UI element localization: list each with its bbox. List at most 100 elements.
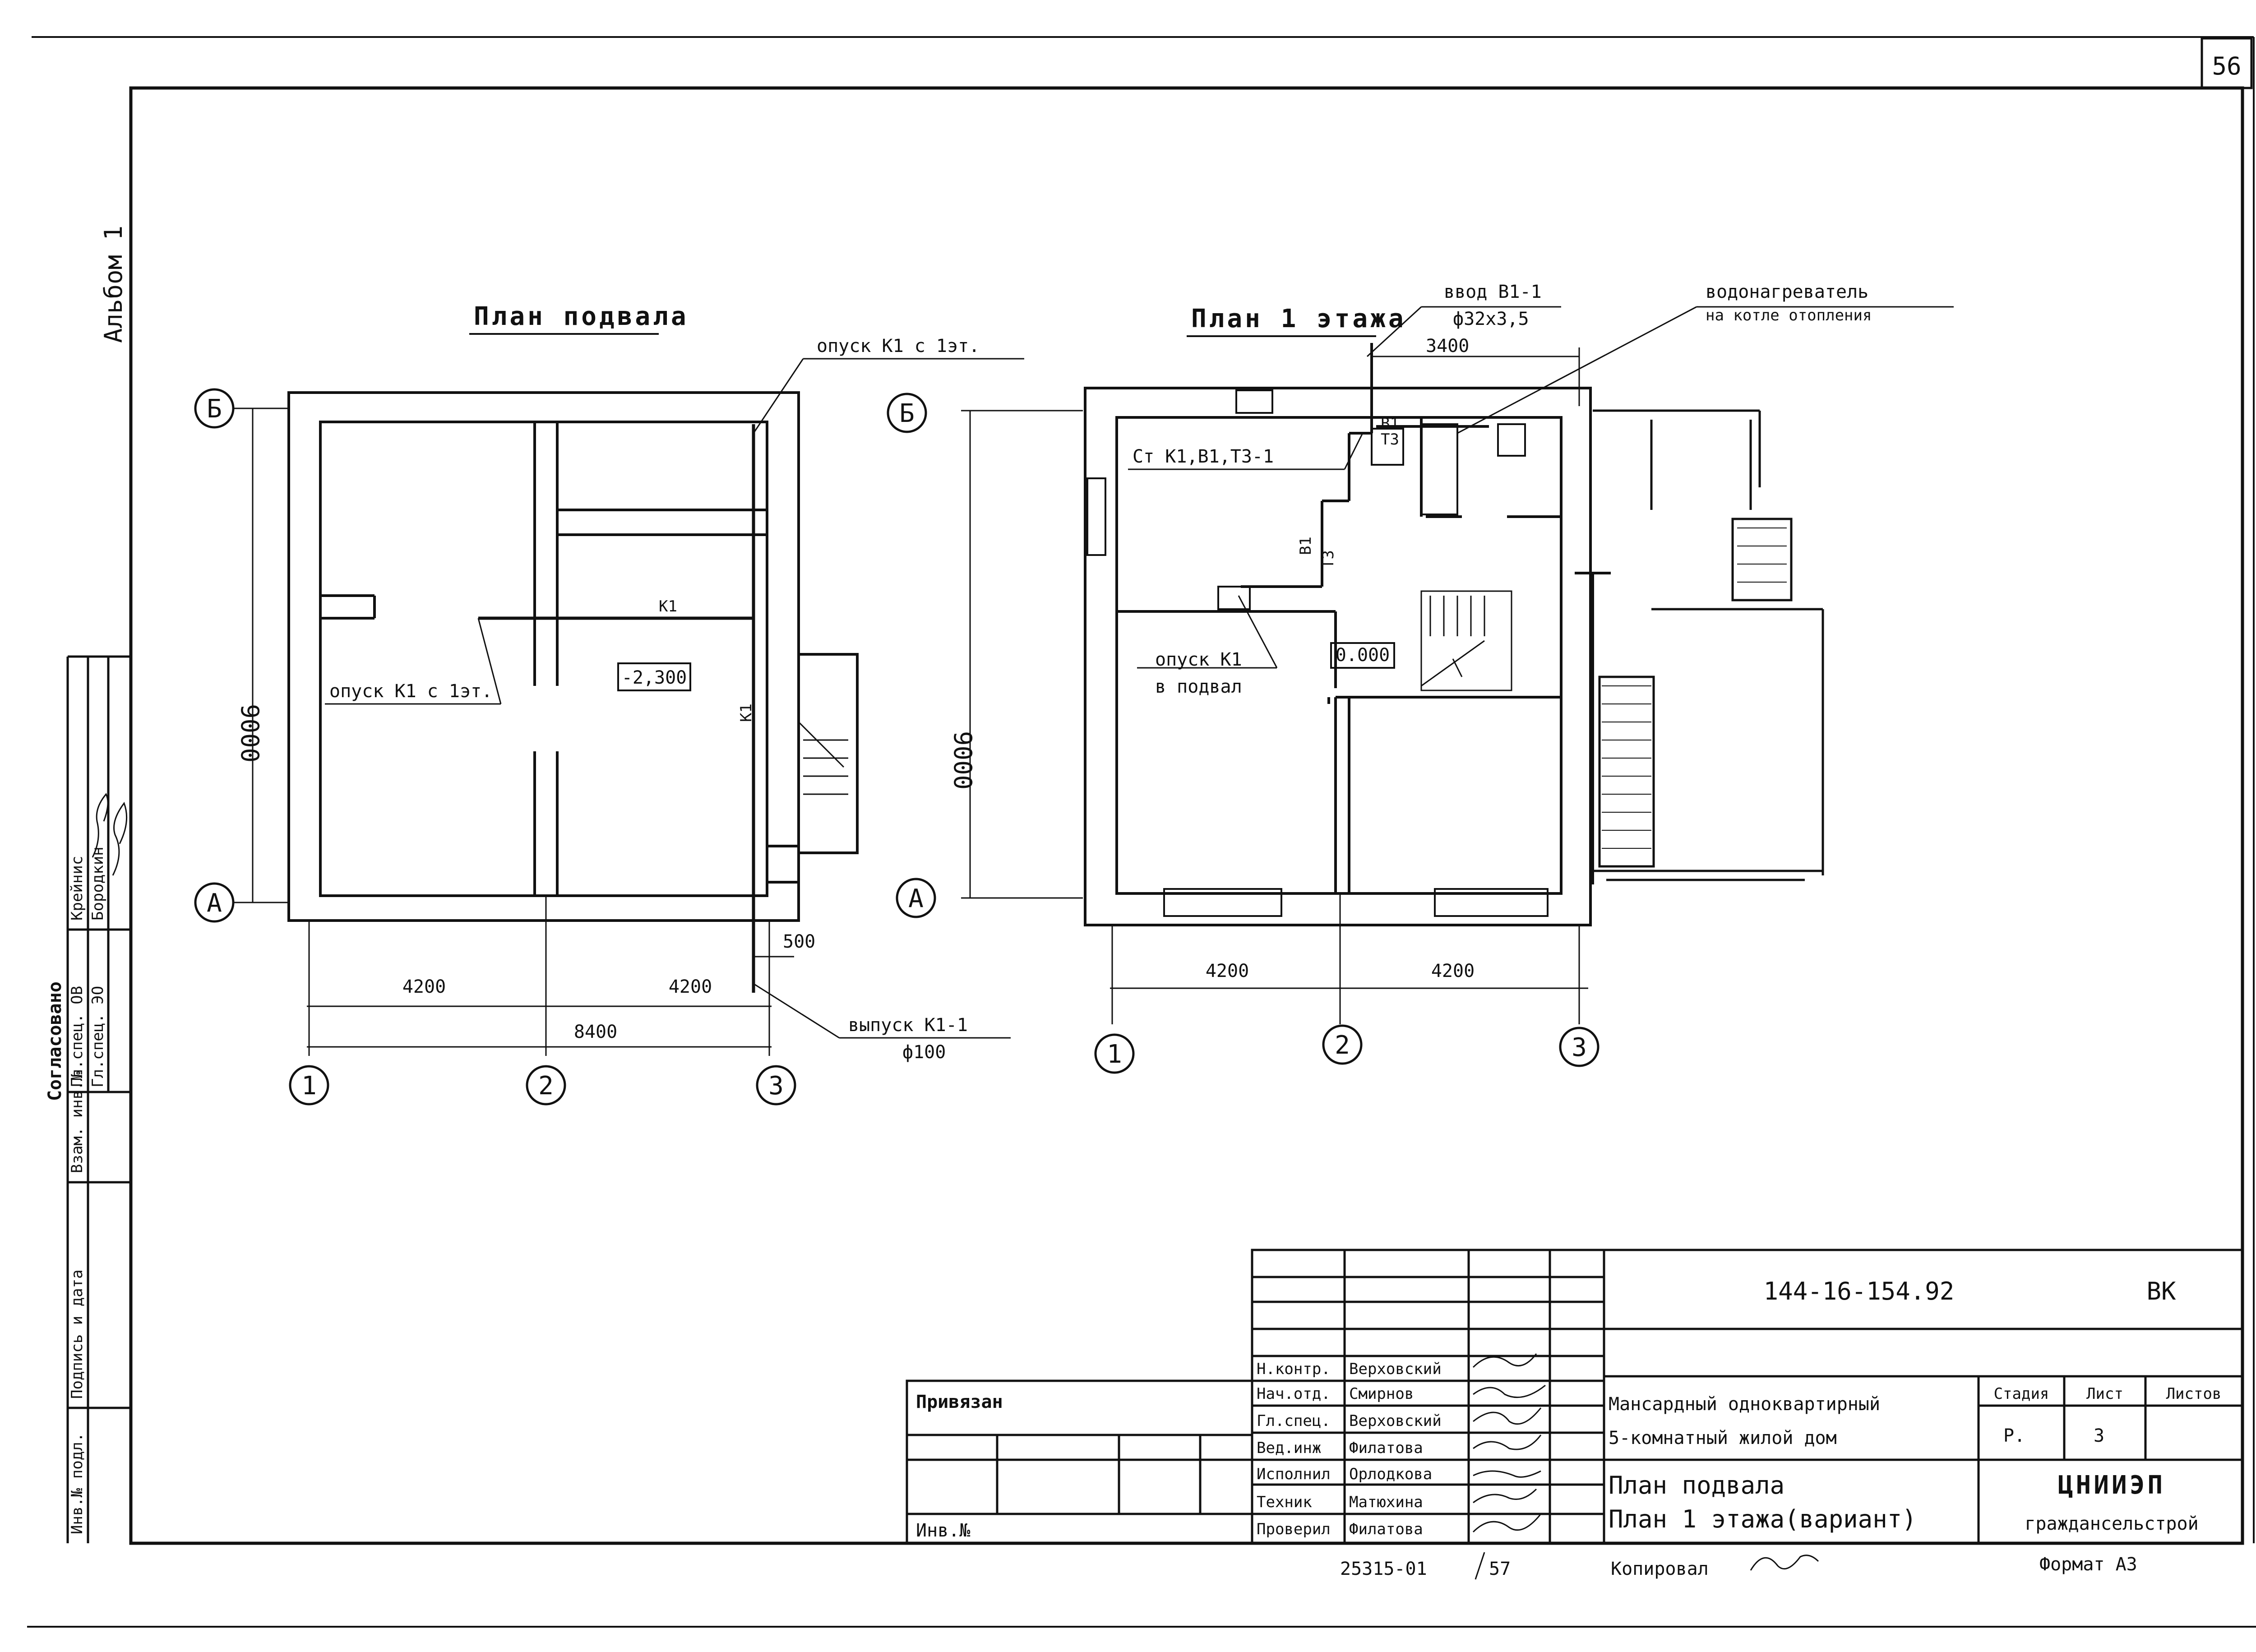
album-label: Альбом 1	[99, 226, 128, 343]
riser-label: Ст К1,В1,Т3-1	[1133, 446, 1274, 467]
drop-label-2: в подвал	[1155, 676, 1242, 697]
first-floor-details	[1086, 389, 1549, 917]
inlet-diam: ф32х3,5	[1453, 309, 1529, 329]
basement-pipe-k1	[478, 424, 755, 993]
basement-drop-left-label: опуск К1 с 1эт.	[329, 681, 492, 702]
sheet-line-1: План подвала	[1609, 1471, 1784, 1499]
approval-name-2: Бородкин	[89, 847, 107, 921]
first-floor-dim-4200-b: 4200	[1431, 961, 1475, 981]
basement-plan: План подвала	[194, 302, 1024, 1106]
org-name-1: ЦНИИЭП	[2058, 1471, 2165, 1500]
stage-value: Р.	[2003, 1425, 2025, 1446]
sheet-header: Лист	[2086, 1385, 2123, 1403]
basement-outlet-diam: ф100	[902, 1042, 946, 1063]
staff-name-5: Орлодкова	[1349, 1465, 1432, 1483]
sheet-value: 3	[2094, 1425, 2104, 1446]
first-floor-elevation: 0.000	[1336, 645, 1390, 666]
drawing-mark: ВК	[2146, 1277, 2176, 1305]
veranda	[1593, 409, 1824, 881]
staff-role-4: Вед.инж	[1257, 1439, 1321, 1457]
first-floor-axis-a: А	[908, 884, 924, 913]
staff-role-1: Н.контр.	[1257, 1360, 1331, 1378]
sink	[1217, 586, 1251, 610]
org-name-2: граждансельстрой	[2025, 1513, 2198, 1534]
first-floor-dim-4200-a: 4200	[1206, 961, 1249, 981]
approval-role-2: Гл.спец. ЭО	[89, 986, 107, 1087]
first-floor-dim-9000: 9000	[948, 731, 977, 790]
staff-role-7: Проверил	[1257, 1520, 1331, 1538]
strip-label-inv: Инв.№ подл.	[68, 1433, 86, 1534]
basement-elevation-box	[617, 662, 691, 691]
basement-axis-2: 2	[538, 1071, 554, 1101]
basement-dim-8400: 8400	[574, 1022, 617, 1042]
heater-label-1: водонагреватель	[1706, 282, 1868, 302]
approval-strip	[66, 655, 131, 1543]
object-line-2: 5-комнатный жилой дом	[1609, 1428, 1837, 1448]
approval-signatures	[92, 793, 128, 876]
first-floor-stair	[1420, 590, 1512, 691]
first-floor-axis-circles	[887, 393, 1600, 1074]
staff-name-2: Смирнов	[1349, 1385, 1414, 1403]
first-floor-axis-b: Б	[899, 399, 915, 428]
first-floor-axis-1: 1	[1107, 1040, 1122, 1069]
basement-leaders	[325, 358, 1024, 1039]
basement-dim-4200-a: 4200	[402, 976, 446, 997]
basement-outlet-label: выпуск К1-1	[848, 1015, 968, 1036]
sheets-header: Листов	[2166, 1385, 2222, 1403]
inlet-label: ввод В1-1	[1444, 282, 1542, 302]
pipe-b1-label: В1	[1297, 537, 1315, 555]
strip-label-replace: Взам. инв.№	[68, 1071, 86, 1173]
veranda-steps	[1602, 528, 1787, 849]
heater-label-2: на котле отопления	[1706, 306, 1872, 324]
basement-dim-4200-b: 4200	[669, 976, 712, 997]
stage-header: Стадия	[1994, 1385, 2049, 1403]
sheet-number: 56	[2212, 52, 2241, 80]
basement-pipe-k1-vertical-label: К1	[737, 703, 755, 722]
basement-elevation: -2,300	[622, 667, 687, 688]
staff-name-6: Матюхина	[1349, 1493, 1423, 1511]
basement-dim-9000: 9000	[236, 704, 264, 763]
staff-signatures	[1472, 1353, 1546, 1533]
basement-axis-1: 1	[301, 1071, 317, 1101]
approval-name-1: Крейнис	[68, 856, 86, 921]
first-floor-plan: План 1 этажа	[887, 282, 1954, 1074]
object-line-1: Мансардный одноквартирный	[1609, 1394, 1880, 1415]
strip-label-signature: Подпись и дата	[68, 1269, 86, 1399]
inv-label: Инв.№	[916, 1520, 970, 1541]
pipe-b1-small-label: В1	[1381, 415, 1399, 433]
basement-walls	[287, 391, 859, 922]
basement-axis-3: 3	[768, 1071, 784, 1101]
approval-heading: Согласовано	[45, 981, 65, 1101]
archive-sheet: 57	[1489, 1559, 1511, 1579]
basement-pipe-k1-label: К1	[659, 597, 677, 615]
dim-3400: 3400	[1426, 336, 1469, 356]
basement-dimensions	[244, 407, 794, 1056]
basement-drop-top-label: опуск К1 с 1эт.	[817, 336, 980, 356]
basement-dim-500: 500	[783, 931, 815, 952]
first-floor-title: План 1 этажа	[1191, 304, 1406, 333]
archive-number: 25315-01	[1340, 1559, 1427, 1579]
staff-name-3: Верховский	[1349, 1412, 1442, 1430]
basement-stair	[798, 721, 848, 795]
staff-role-5: Исполнил	[1257, 1465, 1331, 1483]
drop-label-1: опуск К1	[1155, 649, 1242, 670]
copied-label: Копировал	[1611, 1559, 1709, 1579]
first-floor-axis-3: 3	[1572, 1033, 1587, 1062]
staff-name-4: Филатова	[1349, 1439, 1423, 1457]
staff-role-6: Техник	[1257, 1493, 1312, 1511]
project-code: 144-16-154.92	[1764, 1277, 1955, 1305]
staff-role-3: Гл.спец.	[1257, 1412, 1331, 1430]
sheet-line-2: План 1 этажа(вариант)	[1609, 1505, 1917, 1533]
first-floor-pipes	[1241, 343, 1489, 588]
sheet-frame	[27, 36, 2256, 1628]
basement-axis-a: А	[207, 888, 222, 918]
basement-axis-b: Б	[207, 394, 222, 424]
first-floor-axis-2: 2	[1335, 1031, 1350, 1060]
basement-title: План подвала	[474, 302, 689, 331]
staff-list: Н.контр. Верховский Нач.отд. Смирнов Гл.…	[1257, 1360, 1442, 1538]
staff-name-7: Филатова	[1349, 1520, 1423, 1538]
format-label: Формат А3	[2039, 1554, 2137, 1575]
title-block	[906, 1249, 2244, 1545]
pipe-t3-label: Т3	[1319, 550, 1337, 569]
